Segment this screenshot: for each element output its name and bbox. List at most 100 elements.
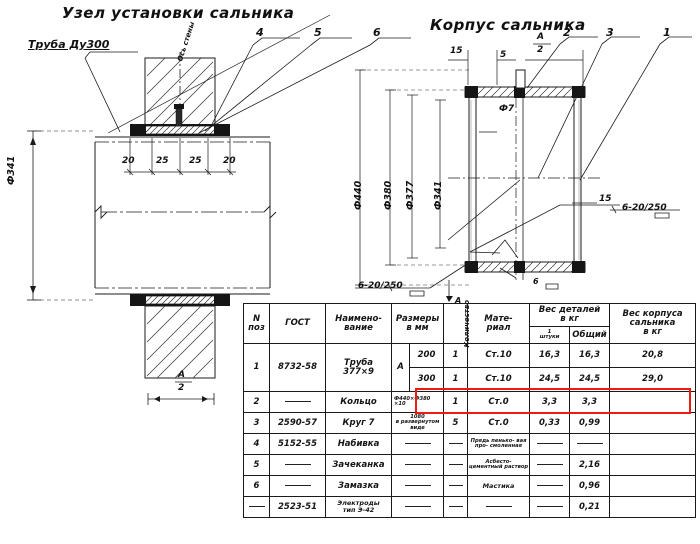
cell-size-3: 1080 в развернутом виде	[390, 412, 445, 434]
cell-gost-2	[269, 391, 326, 413]
cell-wb-3	[609, 412, 697, 434]
cell-name-1-l1: Труба	[343, 357, 374, 368]
th-weight-body-l3: в кг	[643, 326, 662, 337]
dim-half-a-den-left: 2	[178, 383, 185, 393]
cell-w1-1a: 16,3	[529, 343, 571, 368]
cell-pos-1: 1	[243, 343, 270, 392]
wall-axis-label: Ось стены	[176, 20, 197, 63]
cell-wt-1b: 24,5	[569, 367, 611, 392]
dim-15-thickness: 15	[599, 194, 612, 204]
table-row-1a: 1 8732-58 Труба 377×9 А 200 1 Ст.10 16,3…	[243, 343, 697, 392]
th-quantity-text: Количество	[463, 299, 472, 348]
table-row-5: 5 Зачеканка Асбесто- цементный раствор 2…	[243, 454, 697, 476]
cell-material-5: Асбесто- цементный раствор	[467, 454, 531, 476]
th-name-l2: вание	[344, 322, 373, 333]
cell-size-3-l2: в развернутом виде	[395, 419, 440, 431]
dim-phi341-left	[27, 131, 95, 300]
dim-phi377-label: Ф377	[405, 180, 416, 210]
cell-name-7-l1: Электроды	[337, 499, 380, 508]
cell-size-2-l2: ×10	[394, 401, 406, 407]
cell-size-3-l1: 1080	[410, 414, 425, 421]
cell-gost-3: 2590-57	[269, 412, 326, 434]
leader-2-label: 2	[563, 26, 571, 39]
cell-wt-1a: 16,3	[569, 343, 611, 368]
cell-material-1b: Ст.10	[467, 367, 531, 392]
cell-wb-6	[609, 475, 697, 497]
dims-right-view	[355, 44, 597, 285]
gland-assembly-top	[130, 104, 230, 136]
cell-wb-1b: 29,0	[609, 367, 697, 392]
dim-25-left: 25	[156, 156, 169, 166]
dim-phi341-label-right: Ф341	[433, 180, 444, 210]
dim-5-top: 5	[500, 50, 507, 60]
dim-phi341-label: Ф341	[6, 155, 17, 185]
cell-pos-2: 2	[243, 391, 270, 413]
dim-20-right: 20	[223, 156, 236, 166]
table-row-2: 2 Кольцо Ф440×Ф380 ×10 1 Ст.0 3,3 3,3	[243, 391, 697, 413]
th-sizes: Размеры в мм	[390, 303, 445, 344]
table-header-row-2: 1 штуки Общий	[244, 326, 696, 344]
leader-4-label: 4	[256, 26, 264, 39]
th-weight-parts-l2: в кг	[560, 314, 579, 324]
leader-3-label: 3	[606, 26, 614, 39]
cell-wb-4	[609, 433, 697, 455]
cell-pos-3: 3	[243, 412, 270, 434]
cell-wt-4	[569, 433, 611, 455]
left-view-title: Узел установки сальника	[62, 4, 295, 22]
cell-qty-3: 5	[443, 412, 469, 434]
th-weight-one: 1 штуки	[529, 326, 571, 344]
th-weight-parts-l1: Вес деталей	[538, 305, 601, 316]
cell-qty-7	[443, 496, 469, 518]
cell-gost-7: 2523-51	[269, 496, 326, 518]
specification-table: N поз ГОСТ Наимено- вание Размеры в мм К…	[243, 300, 697, 518]
wall-block	[145, 58, 215, 130]
th-position-sub: поз	[248, 322, 265, 333]
cell-pos-6: 6	[243, 475, 270, 497]
weld-leaders	[355, 180, 680, 291]
cell-pos-4: 4	[243, 433, 270, 455]
cell-wb-1a: 20,8	[609, 343, 697, 368]
leaders-left-view	[85, 15, 411, 133]
weld-symbol-right: 6-20/250	[622, 203, 667, 213]
cell-wt-5: 2,16	[569, 454, 611, 476]
cell-w1-1b: 24,5	[529, 367, 571, 392]
table-row-7: 2523-51 Электроды тип Э-42 0,21	[243, 496, 697, 518]
cell-pos-5: 5	[243, 454, 270, 476]
cell-name-4: Набивка	[325, 433, 392, 455]
table-header-row-1: N поз ГОСТ Наимено- вание Размеры в мм К…	[243, 300, 697, 347]
dim-25-right: 25	[189, 156, 202, 166]
gland-body-section	[448, 70, 600, 280]
cell-material-4-text: Прядь пенько- вая про- смоленная	[470, 437, 527, 449]
th-weight-one-l2: штуки	[539, 334, 560, 340]
cell-qty-2: 1	[443, 391, 469, 413]
cell-material-2: Ст.0	[467, 391, 531, 413]
cell-w1-7	[529, 496, 571, 518]
dim-phi440-label: Ф440	[353, 180, 364, 210]
cell-name-6: Замазка	[325, 475, 392, 497]
dim-chain-20-25-25-20	[124, 138, 236, 175]
th-position-n: N	[252, 313, 261, 324]
th-weight-parts: Вес деталей в кг	[529, 303, 611, 327]
th-weight-body-l2: сальника	[629, 318, 676, 329]
cell-wt-6: 0,96	[569, 475, 611, 497]
gland-assembly-bottom	[130, 294, 230, 306]
th-quantity: Количество	[443, 300, 471, 347]
cell-qty-5	[443, 454, 469, 476]
cell-material-1a: Ст.10	[467, 343, 531, 368]
table-row-4: 4 5152-55 Набивка Прядь пенько- вая про-…	[243, 433, 697, 455]
th-sizes-l2: в мм	[406, 322, 429, 333]
cell-size-2-l1: Ф440×Ф380	[394, 395, 431, 402]
th-weight-total: Общий	[569, 326, 611, 344]
cell-name-5: Зачеканка	[325, 454, 392, 476]
cell-w1-2: 3,3	[529, 391, 571, 413]
dim-15-top: 15	[450, 46, 463, 56]
dim-20-left: 20	[122, 156, 135, 166]
th-weight-body-l1: Вес корпуса	[622, 309, 683, 320]
weld-symbol-small: 6	[533, 277, 539, 286]
section-label-a: А	[455, 296, 462, 305]
th-weight-one-l1: 1	[547, 328, 552, 335]
cell-material-5-text: Асбесто- цементный раствор	[468, 458, 529, 470]
cell-qty-1b: 1	[443, 367, 469, 392]
table-row-3: 3 2590-57 Круг 7 1080 в развернутом виде…	[243, 412, 697, 434]
dim-half-a-den-right: 2	[537, 45, 544, 55]
